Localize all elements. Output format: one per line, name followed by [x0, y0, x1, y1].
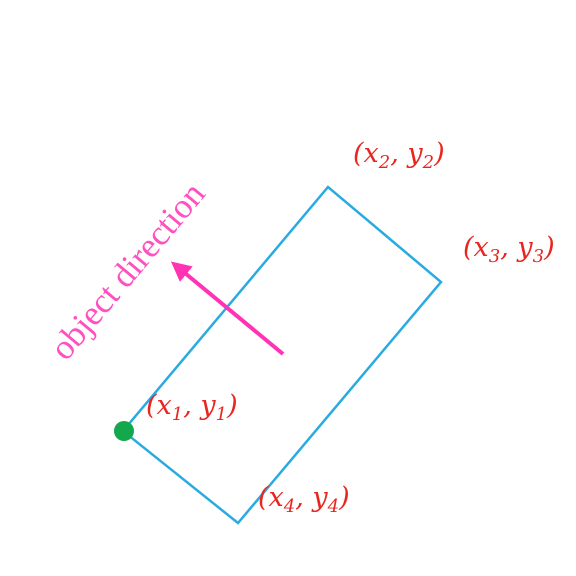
- object-direction-label: object direction: [42, 175, 212, 368]
- x-var: x: [157, 390, 172, 421]
- direction-arrow: [170, 261, 285, 356]
- corner-label-2: (x2, y2): [353, 138, 445, 173]
- x-subscript: 4: [283, 496, 295, 517]
- open-paren: (: [146, 390, 158, 421]
- x-subscript: 1: [172, 404, 183, 425]
- x-var: x: [269, 482, 284, 513]
- y-subscript: 2: [422, 152, 434, 173]
- y-var: y: [199, 390, 216, 421]
- x-subscript: 2: [378, 152, 390, 173]
- open-paren: (: [258, 482, 270, 513]
- close-paren: ): [433, 138, 445, 169]
- y-var: y: [406, 138, 423, 169]
- close-paren: ): [226, 390, 238, 421]
- open-paren: (: [463, 232, 475, 263]
- close-paren: ): [338, 482, 350, 513]
- close-paren: ): [543, 232, 555, 263]
- corner-label-3: (x3, y3): [463, 232, 555, 267]
- y-subscript: 4: [327, 496, 339, 517]
- corner-point-1: [114, 421, 134, 441]
- y-var: y: [311, 482, 328, 513]
- x-subscript: 3: [489, 246, 500, 267]
- comma: ,: [183, 390, 200, 421]
- open-paren: (: [353, 138, 365, 169]
- x-var: x: [474, 232, 489, 263]
- corner-label-1: (x1, y1): [146, 390, 238, 425]
- y-subscript: 3: [533, 246, 544, 267]
- y-subscript: 1: [216, 404, 227, 425]
- x-var: x: [364, 138, 379, 169]
- y-var: y: [516, 232, 533, 263]
- corner-label-4: (x4, y4): [258, 482, 350, 517]
- comma: ,: [390, 138, 407, 169]
- comma: ,: [500, 232, 517, 263]
- comma: ,: [295, 482, 312, 513]
- rotated-bounding-box: [121, 185, 443, 525]
